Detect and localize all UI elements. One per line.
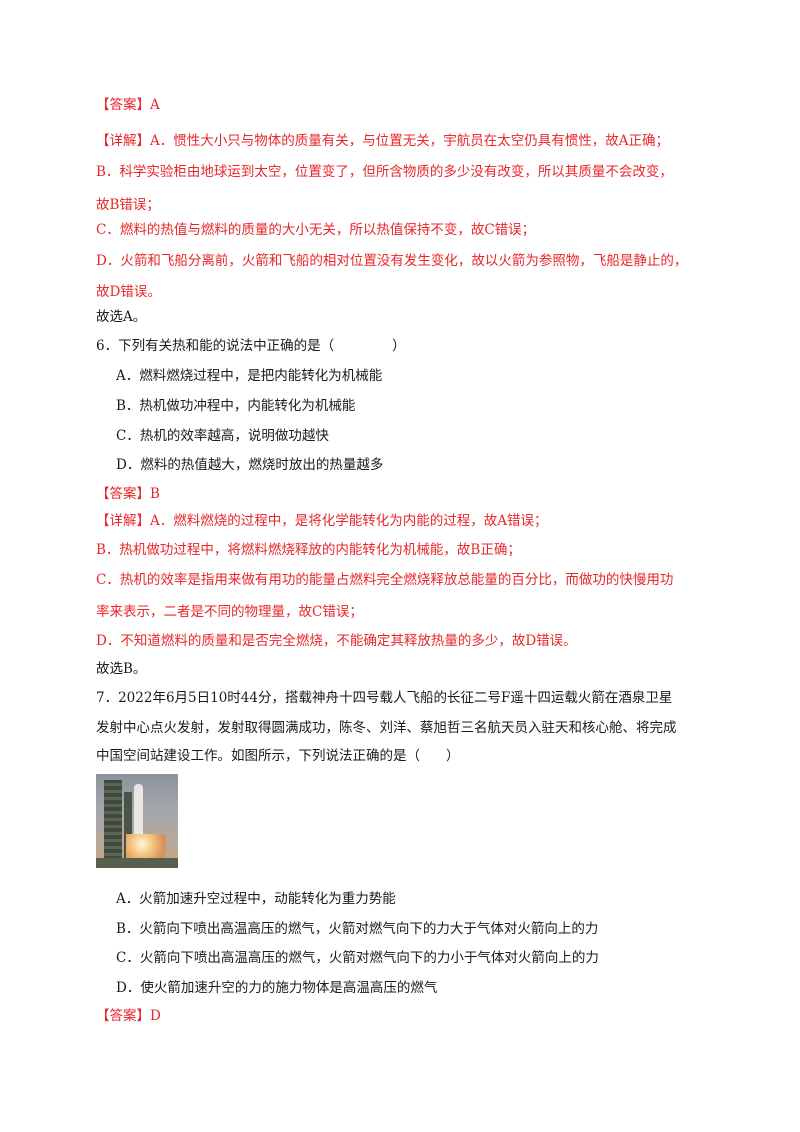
rocket-launch-photo xyxy=(96,774,178,868)
q5-answer: 【答案】A xyxy=(96,97,160,113)
q6-detail-line: B．热机做功过程中，将燃料燃烧释放的内能转化为机械能，故B正确； xyxy=(96,542,521,558)
q6-conclusion: 故选B。 xyxy=(96,661,147,677)
q5-detail-line: C．燃料的热值与燃料的质量的大小无关，所以热值保持不变，故C错误； xyxy=(96,222,536,238)
q6-detail-line: D．不知道燃料的质量和是否完全燃烧，不能确定其释放热量的多少，故D错误。 xyxy=(96,633,577,649)
q6-answer: 【答案】B xyxy=(96,486,160,502)
q6-detail-line: C．热机的效率是指用来做有用功的能量占燃料完全燃烧释放总能量的百分比，而做功的快… xyxy=(96,572,674,588)
q7-option-d: D．使火箭加速升空的力的施力物体是高温高压的燃气 xyxy=(116,980,438,996)
q6-option-c: C．热机的效率越高，说明做功越快 xyxy=(116,428,329,444)
launch-tower xyxy=(104,780,122,860)
q6-detail-line: 【详解】A．燃料燃烧的过程中，是将化学能转化为内能的过程，故A错误； xyxy=(96,513,548,529)
q5-detail-line: 【详解】A．惯性大小只与物体的质量有关，与位置无关，宇航员在太空仍具有惯性，故A… xyxy=(96,133,669,149)
q5-detail-line: B．科学实验柜由地球运到太空，位置变了，但所含物质的多少没有改变，所以其质量不会… xyxy=(96,164,673,180)
q5-detail-line: 故B错误； xyxy=(96,197,160,213)
q6-option-b: B．热机做功冲程中，内能转化为机械能 xyxy=(116,398,356,414)
launch-pad xyxy=(96,858,178,868)
q7-option-c: C．火箭向下喷出高温高压的燃气，火箭对燃气向下的力小于气体对火箭向上的力 xyxy=(116,950,599,966)
q6-detail-line: 率来表示，二者是不同的物理量，故C错误； xyxy=(96,604,363,620)
q6-option-a: A．燃料燃烧过程中，是把内能转化为机械能 xyxy=(116,368,383,384)
q6-option-d: D．燃料的热值越大，燃烧时放出的热量越多 xyxy=(116,457,384,473)
q7-stem-line: 发射中心点火发射，发射取得圆满成功，陈冬、刘洋、蔡旭哲三名航天员入驻天和核心舱、… xyxy=(96,720,677,736)
q7-stem-line: 7．2022年6月5日10时44分，搭载神舟十四号载人飞船的长征二号F遥十四运载… xyxy=(96,690,673,706)
q7-stem-line: 中国空间站建设工作。如图所示，下列说法正确的是（） xyxy=(96,748,460,764)
q6-stem: 6．下列有关热和能的说法中正确的是（） xyxy=(96,338,406,354)
launch-tower-arm xyxy=(124,792,132,860)
q5-conclusion: 故选A。 xyxy=(96,309,147,325)
q5-detail-line: 故D错误。 xyxy=(96,284,161,300)
q5-detail-line: D．火箭和飞船分离前，火箭和飞船的相对位置没有发生变化，故以火箭为参照物，飞船是… xyxy=(96,253,688,269)
q7-option-b: B．火箭向下喷出高温高压的燃气，火箭对燃气向下的力大于气体对火箭向上的力 xyxy=(116,921,599,937)
q7-answer: 【答案】D xyxy=(96,1008,161,1024)
q7-option-a: A．火箭加速升空过程中，动能转化为重力势能 xyxy=(116,891,396,907)
rocket xyxy=(134,784,143,842)
